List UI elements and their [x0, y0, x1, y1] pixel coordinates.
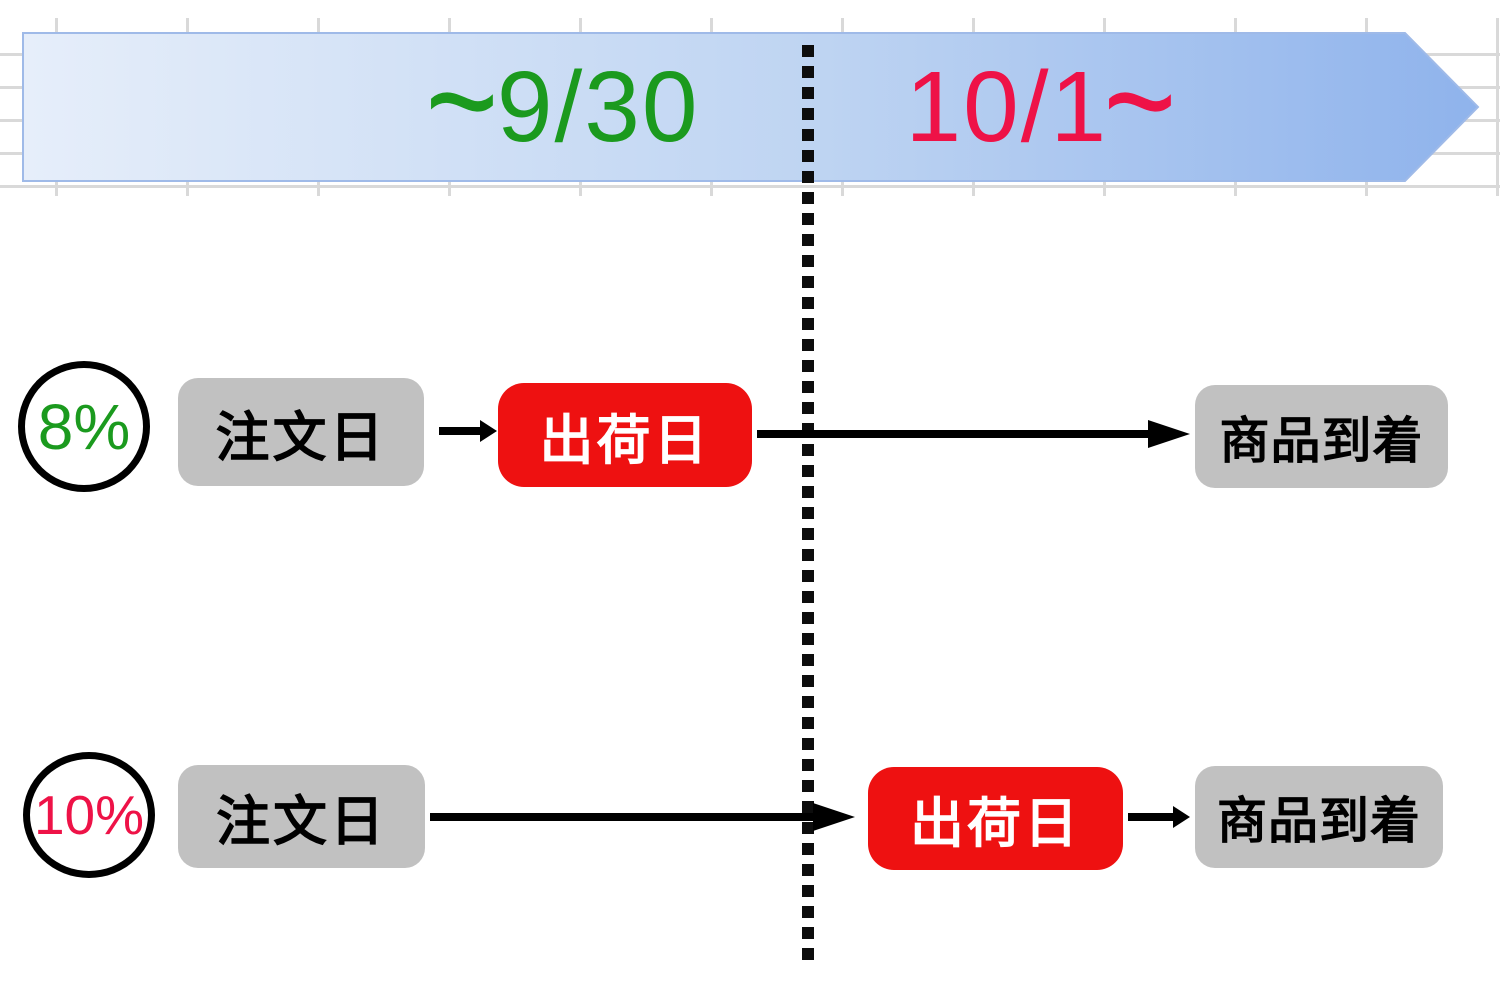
arrow-ship-to-arrival-row2 — [1128, 813, 1173, 821]
date-before: 9/30 — [496, 50, 700, 163]
ship-date-label: 出荷日 — [910, 794, 1081, 854]
date-boundary-dotted-line — [802, 45, 814, 967]
rate-badge-label: 10% — [33, 784, 145, 846]
timeline-arrow-banner — [22, 32, 1480, 182]
period-label-before: ~9/30 — [340, 13, 790, 187]
rate-badge-8-percent: 8% — [18, 361, 150, 492]
order-date-label: 注文日 — [215, 407, 387, 468]
arrow-order-to-ship-row1 — [439, 427, 480, 435]
arrival-box-row2: 商品到着 — [1195, 766, 1443, 868]
right-arrow-shape-icon — [22, 32, 1480, 182]
arrow-ship-to-arrival-row1 — [757, 430, 1148, 438]
gridline — [1496, 18, 1499, 196]
arrival-label: 商品到着 — [1219, 412, 1424, 469]
rate-badge-label: 8% — [37, 390, 131, 463]
arrow-order-to-ship-row2 — [430, 813, 813, 821]
ship-date-box-row2: 出荷日 — [868, 767, 1123, 870]
date-after: 10/1 — [905, 50, 1109, 163]
gridline — [0, 185, 1500, 188]
tilde-glyph: ~ — [425, 13, 502, 188]
rate-badge-10-percent: 10% — [23, 752, 155, 878]
arrival-box-row1: 商品到着 — [1195, 385, 1448, 488]
arrival-label: 商品到着 — [1217, 793, 1421, 849]
order-date-box-row1: 注文日 — [178, 378, 424, 486]
ship-date-box-row1: 出荷日 — [498, 383, 752, 487]
period-label-after: 10/1~ — [830, 13, 1250, 187]
ship-date-label: 出荷日 — [539, 410, 711, 471]
tilde-glyph: ~ — [1103, 13, 1180, 188]
order-date-box-row2: 注文日 — [178, 765, 425, 868]
order-date-label: 注文日 — [216, 792, 387, 852]
